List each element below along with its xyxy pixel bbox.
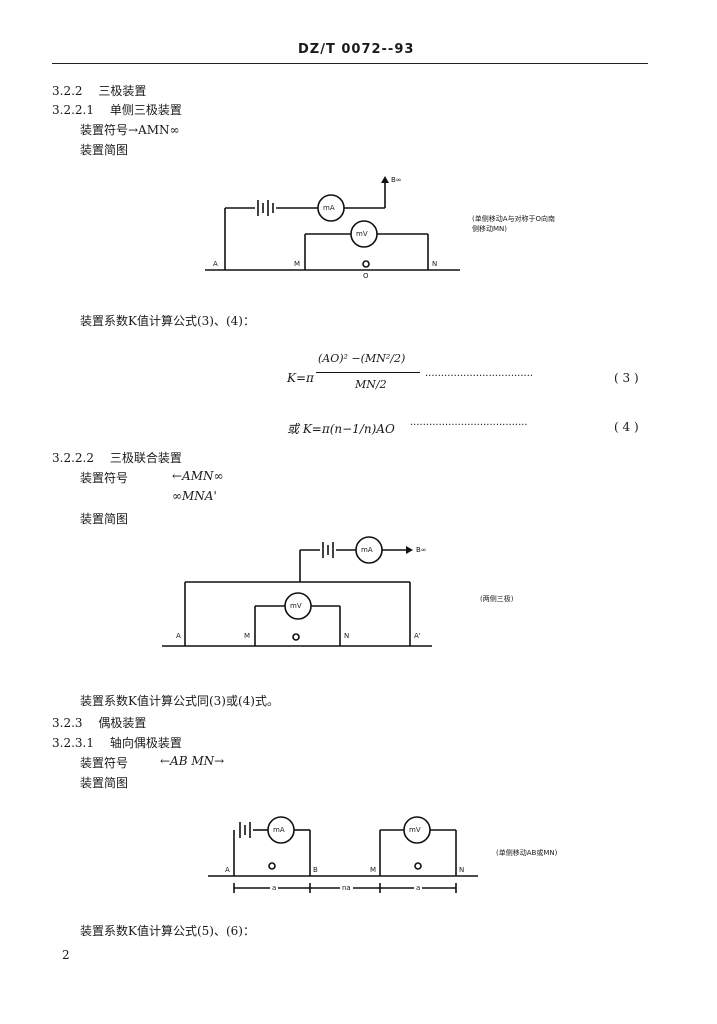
- page-number: 2: [62, 948, 70, 962]
- device-symbol-1: ←AMN∞: [172, 469, 224, 483]
- diagram-note: (单侧移动AB或MN): [496, 849, 558, 857]
- standard-code: DZ/T 0072--93: [298, 42, 415, 57]
- formula-3-denominator: MN/2: [355, 378, 387, 391]
- diagram-label: 装置简图: [80, 512, 129, 526]
- k-formula-text: 装置系数K值计算公式同(3)或(4)式。: [80, 694, 279, 708]
- device-symbol-2: ∞MNA': [172, 489, 217, 503]
- formula-4: 或 K=π(n−1/n)AO: [287, 422, 395, 436]
- electrode-m-label: M: [370, 866, 377, 874]
- electrode-b-label: B∞: [391, 176, 402, 184]
- section-number: 3.2.3: [52, 716, 83, 730]
- spacing-na-label: na: [340, 884, 353, 892]
- electrode-a-label: A: [213, 260, 218, 268]
- section-number: 3.2.2.2: [52, 451, 94, 465]
- section-number: 3.2.3.1: [52, 736, 94, 750]
- leader-dots: ··································: [425, 371, 534, 382]
- section-title: 偶极装置: [98, 716, 147, 730]
- diagram-label: 装置简图: [80, 143, 129, 157]
- k-formula-intro: 装置系数K值计算公式(5)、(6)：: [80, 924, 255, 938]
- device-symbol-label: 装置符号: [80, 756, 129, 770]
- section-title: 单侧三极装置: [109, 103, 182, 117]
- ammeter-label: mA: [361, 546, 373, 554]
- formula-3-number: ( 3 ): [614, 371, 639, 385]
- electrode-a-prime-label: A': [414, 632, 421, 640]
- electrode-a-label: A: [176, 632, 181, 640]
- header-rule: [52, 63, 648, 64]
- section-title: 三极联合装置: [109, 451, 182, 465]
- spacing-a-label: a: [414, 884, 423, 892]
- diagram-label: 装置简图: [80, 776, 129, 790]
- electrode-m-label: M: [244, 632, 251, 640]
- formula-3-numerator: (AO)² −(MN²/2): [318, 352, 406, 365]
- fraction-bar: [316, 372, 420, 373]
- device-symbol-label: 装置符号: [80, 471, 129, 485]
- voltmeter-label: mV: [356, 230, 368, 238]
- electrode-b-label: B∞: [416, 546, 427, 554]
- electrode-m-label: M: [294, 260, 301, 268]
- section-3-2-2-2: 3.2.2.2 三极联合装置: [52, 449, 182, 466]
- electrode-n-label: N: [432, 260, 438, 268]
- diagram-note: (单侧移动A与对称于O向南侧移动MN): [472, 215, 556, 233]
- electrode-b-label: B: [313, 866, 318, 874]
- device-symbol: ←AB MN→: [160, 754, 225, 768]
- section-3-2-2: 3.2.2 三极装置: [52, 82, 146, 99]
- formula-3-lhs: K=π: [287, 371, 314, 385]
- section-3-2-3: 3.2.3 偶极装置: [52, 714, 146, 731]
- section-number: 3.2.2.1: [52, 103, 94, 117]
- diagram-note: (两侧三极): [480, 595, 514, 603]
- section-number: 3.2.2: [52, 84, 83, 98]
- section-title: 轴向偶极装置: [109, 736, 182, 750]
- k-formula-intro: 装置系数K值计算公式(3)、(4)：: [80, 314, 255, 328]
- ammeter-label: mA: [323, 204, 335, 212]
- voltmeter-label: mV: [409, 826, 421, 834]
- leader-dots: ·····································: [410, 420, 528, 431]
- section-3-2-3-1: 3.2.3.1 轴向偶极装置: [52, 734, 182, 751]
- electrode-n-label: N: [344, 632, 350, 640]
- voltmeter-label: mV: [290, 602, 302, 610]
- ammeter-label: mA: [273, 826, 285, 834]
- electrode-a-label: A: [225, 866, 230, 874]
- section-3-2-2-1: 3.2.2.1 单侧三极装置: [52, 101, 182, 118]
- device-symbol: 装置符号→AMN∞: [80, 123, 180, 137]
- electrode-n-label: N: [459, 866, 465, 874]
- point-o-label: O: [363, 272, 369, 280]
- spacing-a-label: a: [270, 884, 279, 892]
- section-title: 三极装置: [98, 84, 147, 98]
- formula-4-number: ( 4 ): [614, 420, 639, 434]
